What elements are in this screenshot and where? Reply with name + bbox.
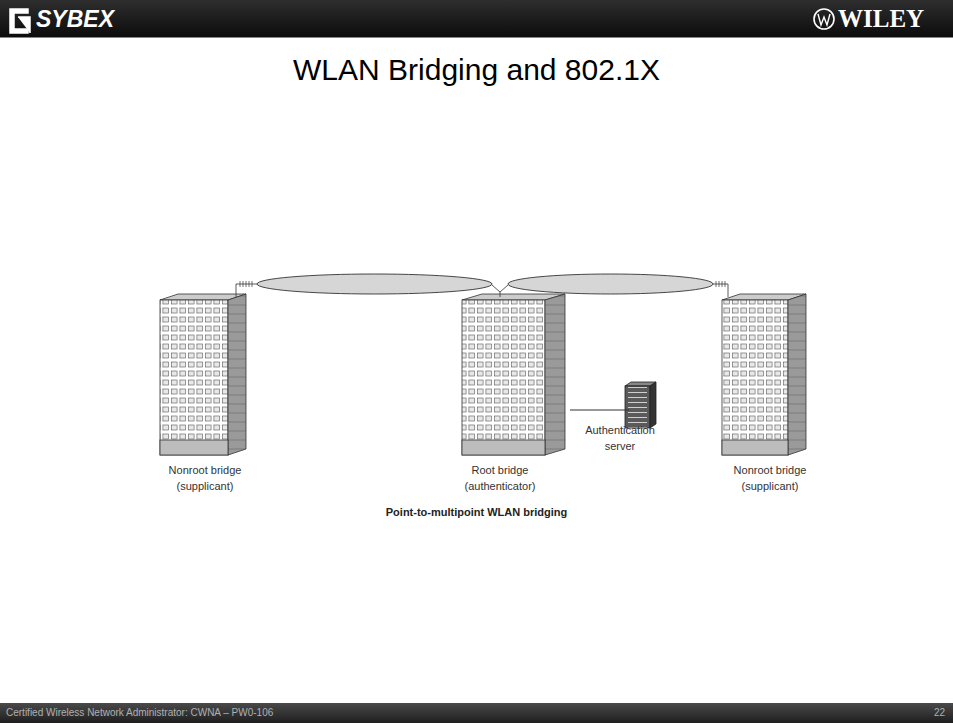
illustration-part bbox=[228, 294, 246, 455]
illustration-part bbox=[716, 281, 725, 287]
node-label: Root bridge (authenticator) bbox=[455, 462, 545, 494]
illustration-part bbox=[713, 284, 728, 285]
illustration-part bbox=[240, 281, 252, 287]
illustration-part bbox=[462, 440, 545, 455]
server-icon bbox=[625, 382, 656, 428]
illustration-part bbox=[160, 300, 228, 455]
nonroot-bridge: Nonroot bridge (supplicant) bbox=[700, 280, 840, 495]
node-label: Authentication server bbox=[575, 422, 665, 454]
illustration-part bbox=[0, 0, 953, 37]
illustration-part bbox=[462, 300, 545, 455]
building-right bbox=[713, 281, 806, 455]
building-root bbox=[462, 285, 565, 455]
illustration-part bbox=[625, 386, 650, 428]
slide-title: WLAN Bridging and 802.1X bbox=[0, 53, 953, 87]
footer-text: Certified Wireless Network Administrator… bbox=[6, 707, 273, 718]
rf-beam bbox=[257, 274, 492, 294]
illustration-part bbox=[0, 703, 953, 723]
node-label: Nonroot bridge (supplicant) bbox=[725, 462, 815, 494]
illustration-part bbox=[728, 284, 729, 297]
root-bridge: Root bridge (authenticator) bbox=[430, 280, 570, 495]
publisher-logo: WILEY bbox=[838, 5, 924, 33]
rf-beam bbox=[508, 274, 713, 294]
illustration-part bbox=[814, 9, 834, 29]
illustration-part bbox=[236, 284, 257, 285]
illustration-part bbox=[492, 285, 508, 297]
nonroot-bridge: Nonroot bridge (supplicant) bbox=[140, 280, 270, 495]
illustration-part bbox=[160, 440, 228, 455]
footer-bar bbox=[0, 703, 953, 723]
building-left bbox=[160, 281, 257, 455]
illustration-part bbox=[545, 294, 565, 455]
illustration-part bbox=[650, 382, 656, 428]
page-number: 22 bbox=[934, 707, 945, 718]
header-bar bbox=[0, 0, 953, 38]
authentication-server: Authentication server bbox=[571, 380, 669, 455]
network-wire bbox=[570, 409, 629, 410]
node-label: Nonroot bridge (supplicant) bbox=[160, 462, 250, 494]
illustration-part bbox=[788, 294, 806, 455]
illustration-part bbox=[818, 14, 830, 25]
illustration-part bbox=[722, 300, 788, 455]
figure-caption: Point-to-multipoint WLAN bridging bbox=[0, 506, 953, 518]
illustration-part bbox=[10, 9, 30, 33]
publisher-logo: SYBEX bbox=[36, 6, 114, 33]
illustration-part bbox=[0, 37, 953, 38]
illustration-part bbox=[236, 284, 237, 297]
illustration-part bbox=[722, 440, 788, 455]
